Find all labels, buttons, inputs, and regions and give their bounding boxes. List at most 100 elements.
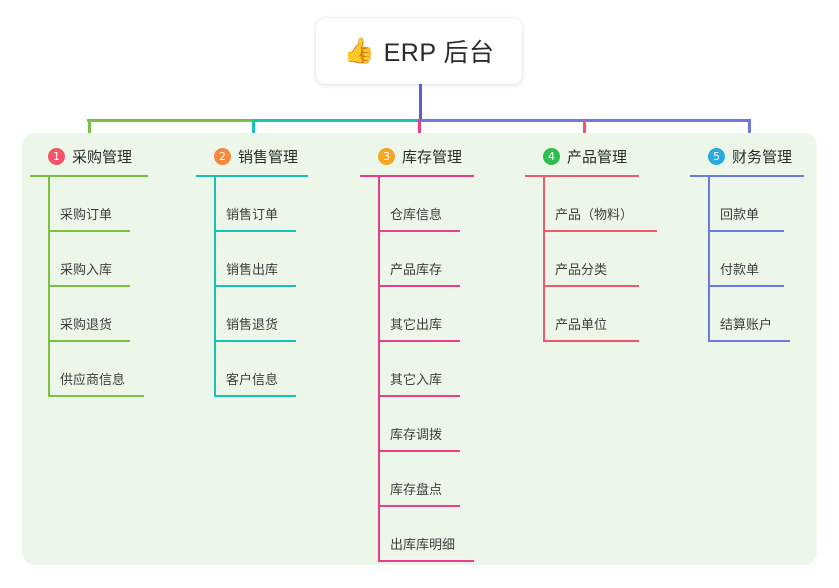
list-item-label: 供应商信息 [60, 372, 126, 387]
column-number-badge: 3 [378, 147, 395, 165]
list-item-rule [48, 230, 130, 232]
list-item-rule [708, 340, 790, 342]
column-库存管理: 3 库存管理仓库信息产品库存其它出库其它入库库存调拨库存盘点出库库明细 [360, 145, 474, 562]
list-item-rule [378, 560, 474, 562]
list-item-label: 回款单 [720, 207, 760, 222]
column-header-rule [360, 175, 474, 177]
root-node-title: ERP 后台 [383, 39, 495, 67]
list-item-rule [378, 340, 460, 342]
column-title: 采购管理 [72, 148, 133, 166]
list-item-label: 产品（物料） [555, 207, 634, 222]
connector-trunk [419, 84, 422, 122]
list-item[interactable]: 销售退货 [196, 287, 308, 342]
list-item[interactable]: 出库库明细 [360, 507, 474, 562]
column-header-4[interactable]: 4 产品管理 [525, 145, 639, 167]
column-header-rule [690, 175, 804, 177]
list-item-rule [214, 395, 296, 397]
list-item[interactable]: 客户信息 [196, 342, 308, 397]
list-item-rule [543, 230, 657, 232]
column-title: 销售管理 [238, 148, 299, 166]
column-header-rule [525, 175, 639, 177]
list-item-label: 库存盘点 [390, 482, 443, 497]
column-销售管理: 2 销售管理销售订单销售出库销售退货客户信息 [196, 145, 308, 397]
list-item-label: 付款单 [720, 262, 760, 277]
list-item[interactable]: 销售出库 [196, 232, 308, 287]
list-item-label: 产品分类 [555, 262, 608, 277]
list-item[interactable]: 采购退货 [30, 287, 148, 342]
column-number-badge: 1 [48, 147, 65, 165]
column-spine [48, 177, 50, 397]
list-item-label: 出库库明细 [390, 537, 456, 552]
list-item[interactable]: 产品库存 [360, 232, 474, 287]
list-item-label: 产品单位 [555, 317, 608, 332]
list-item-rule [48, 285, 130, 287]
column-header-rule [196, 175, 308, 177]
list-item-rule [214, 230, 296, 232]
column-header-3[interactable]: 3 库存管理 [360, 145, 474, 167]
list-item[interactable]: 其它出库 [360, 287, 474, 342]
list-item-rule [378, 285, 460, 287]
list-item-label: 结算账户 [720, 317, 773, 332]
column-采购管理: 1 采购管理采购订单采购入库采购退货供应商信息 [30, 145, 148, 397]
column-header-rule [30, 175, 148, 177]
column-header-1[interactable]: 1 采购管理 [30, 145, 148, 167]
list-item-rule [708, 285, 784, 287]
column-spine [378, 177, 380, 562]
column-header-2[interactable]: 2 销售管理 [196, 145, 308, 167]
list-item-label: 销售退货 [226, 317, 279, 332]
list-item-label: 销售出库 [226, 262, 279, 277]
list-item[interactable]: 回款单 [690, 177, 804, 232]
root-node-card[interactable]: 👍 ERP 后台 [316, 18, 522, 84]
column-number-badge: 4 [543, 147, 560, 165]
list-item-rule [214, 340, 296, 342]
list-item-rule [708, 230, 784, 232]
column-title: 库存管理 [402, 148, 463, 166]
list-item[interactable]: 结算账户 [690, 287, 804, 342]
column-spine [708, 177, 710, 342]
list-item-label: 客户信息 [226, 372, 279, 387]
list-item[interactable]: 库存盘点 [360, 452, 474, 507]
list-item-label: 采购退货 [60, 317, 113, 332]
list-item-rule [378, 450, 460, 452]
column-number-badge: 5 [708, 147, 725, 165]
list-item-label: 产品库存 [390, 262, 443, 277]
column-items: 产品（物料） 产品分类产品单位 [525, 177, 657, 342]
list-item-label: 采购订单 [60, 207, 113, 222]
list-item[interactable]: 库存调拨 [360, 397, 474, 452]
column-items: 仓库信息产品库存其它出库其它入库库存调拨库存盘点出库库明细 [360, 177, 474, 562]
list-item[interactable]: 产品单位 [525, 287, 639, 342]
list-item[interactable]: 供应商信息 [30, 342, 148, 397]
list-item[interactable]: 采购入库 [30, 232, 148, 287]
list-item-rule [48, 395, 144, 397]
columns-panel [22, 133, 817, 565]
column-spine [214, 177, 216, 397]
connector-bus-teal [252, 119, 418, 122]
list-item-rule [48, 340, 130, 342]
list-item[interactable]: 产品（物料） [525, 177, 657, 232]
column-产品管理: 4 产品管理产品（物料） 产品分类产品单位 [525, 145, 657, 342]
list-item-label: 采购入库 [60, 262, 113, 277]
list-item-rule [378, 395, 460, 397]
list-item[interactable]: 仓库信息 [360, 177, 474, 232]
list-item[interactable]: 付款单 [690, 232, 804, 287]
list-item-label: 其它入库 [390, 372, 443, 387]
list-item-rule [214, 285, 296, 287]
column-title: 产品管理 [567, 148, 628, 166]
list-item[interactable]: 产品分类 [525, 232, 639, 287]
column-spine [543, 177, 545, 342]
thumbs-up-icon: 👍 [343, 36, 375, 65]
list-item[interactable]: 采购订单 [30, 177, 148, 232]
list-item[interactable]: 销售订单 [196, 177, 308, 232]
column-number-badge: 2 [214, 147, 231, 165]
list-item-label: 库存调拨 [390, 427, 443, 442]
list-item[interactable]: 其它入库 [360, 342, 474, 397]
list-item-label: 其它出库 [390, 317, 443, 332]
list-item-rule [378, 505, 460, 507]
list-item-rule [543, 285, 639, 287]
list-item-rule [378, 230, 460, 232]
list-item-rule [543, 340, 639, 342]
list-item-label: 仓库信息 [390, 207, 443, 222]
